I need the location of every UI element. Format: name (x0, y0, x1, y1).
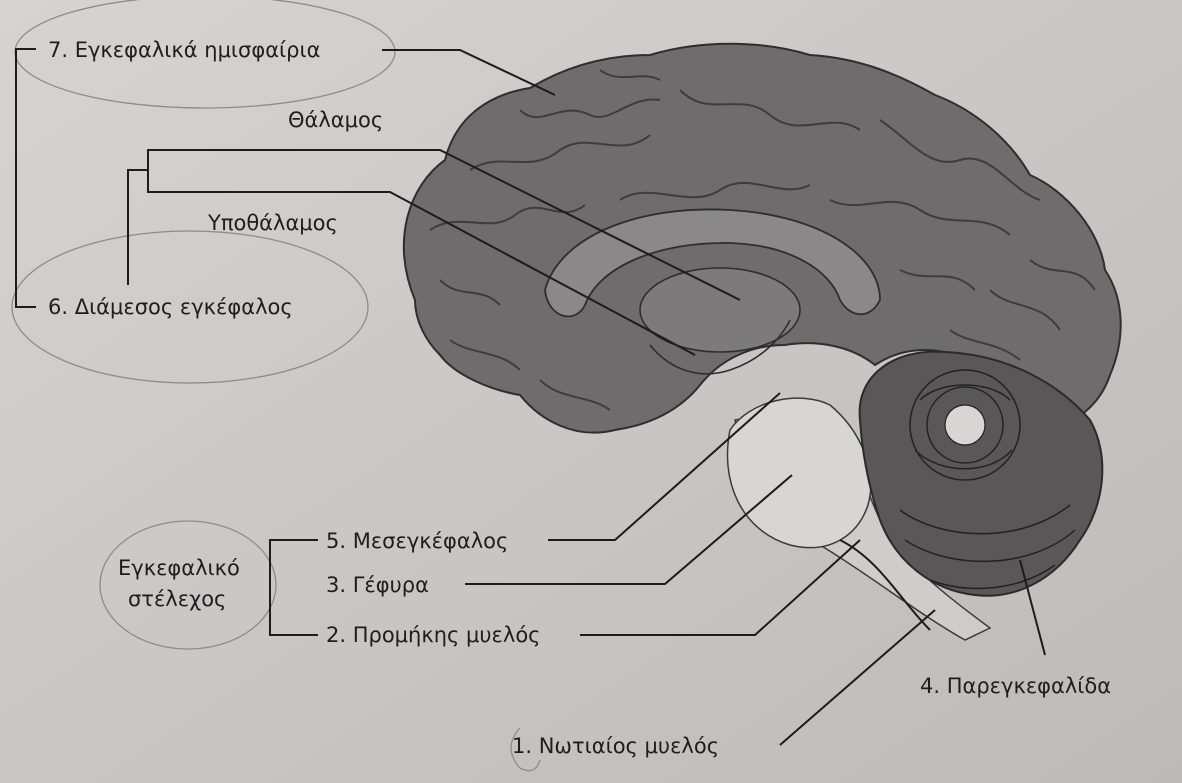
label-medulla: 2. Προμήκης μυελός (326, 623, 541, 647)
label-hypothalamus: Υποθάλαμος (207, 211, 338, 235)
label-spinal-cord: 1. Νωτιαίος μυελός (512, 734, 719, 758)
label-cerebellum: 4. Παρεγκεφαλίδα (920, 674, 1111, 698)
label-pons: 3. Γέφυρα (326, 573, 429, 597)
label-diencephalon: 6. Διάμεσος εγκέφαλος (48, 295, 293, 319)
label-brainstem-line2: στέλεχος (128, 587, 226, 611)
label-hemispheres: 7. Εγκεφαλικά ημισφαίρια (48, 38, 320, 62)
cerebellum-core (945, 405, 985, 445)
label-thalamus: Θάλαμος (288, 108, 383, 132)
label-brainstem-line1: Εγκεφαλικό (118, 556, 240, 580)
label-midbrain: 5. Μεσεγκέφαλος (326, 529, 508, 553)
